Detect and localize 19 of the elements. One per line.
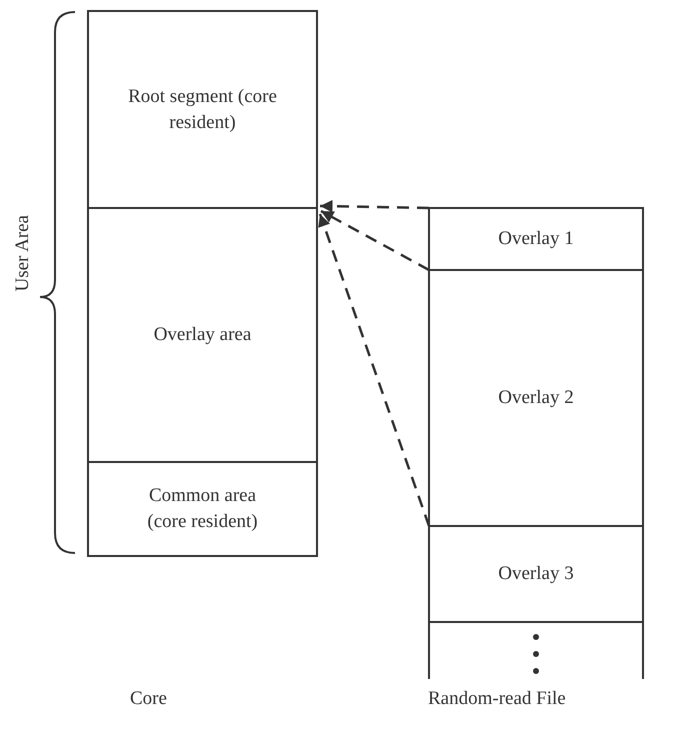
- segment-label: Overlay 2: [497, 386, 575, 410]
- segment-label: Overlay 1: [497, 227, 575, 251]
- memory-segment: [87, 10, 318, 209]
- segment-label: Common area (core resident): [146, 484, 259, 534]
- bracket-label: User Area: [12, 215, 34, 292]
- segment-label: Overlay area: [152, 323, 252, 347]
- dashed-arrow: [320, 200, 430, 212]
- dashed-arrow: [320, 210, 430, 272]
- segment-label: Overlay 3: [497, 562, 575, 586]
- dashed-arrow: [318, 214, 430, 526]
- memory-segment: [428, 269, 644, 527]
- empty-box: [428, 621, 644, 679]
- column-caption: Core: [130, 688, 167, 710]
- memory-segment: [428, 207, 644, 271]
- segment-label: Root segment (core resident): [127, 84, 278, 134]
- column-caption: Random-read File: [428, 688, 566, 710]
- memory-segment: [87, 207, 318, 463]
- memory-segment: [87, 461, 318, 557]
- memory-segment: [428, 525, 644, 623]
